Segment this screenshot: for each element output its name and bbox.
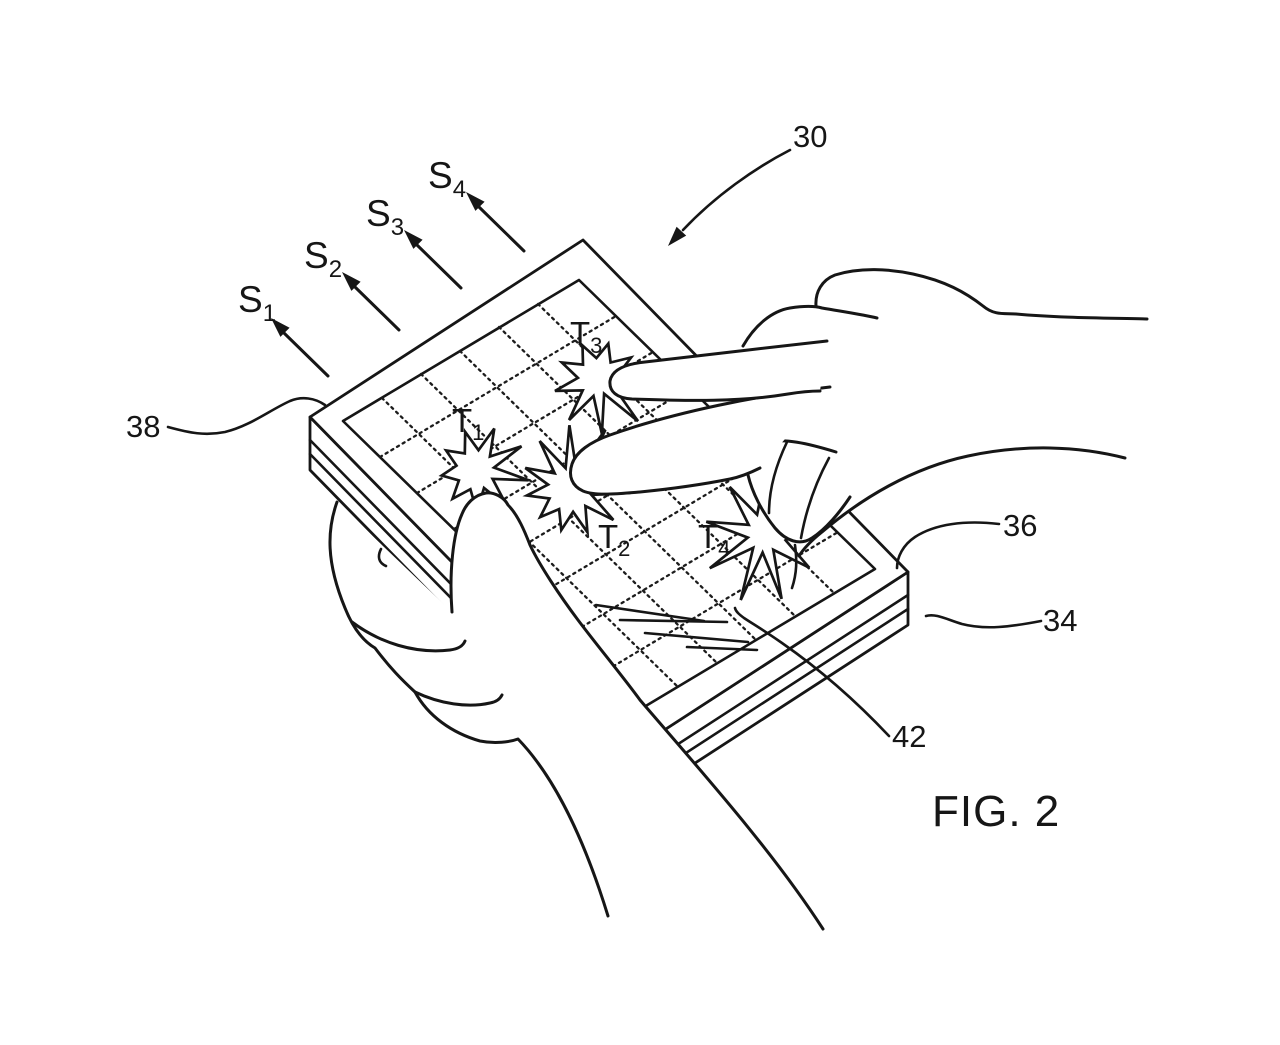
figure-caption: FIG. 2 <box>932 787 1060 836</box>
arrowhead <box>404 230 423 249</box>
index-finger-outline <box>608 339 829 402</box>
arrowhead <box>668 226 687 246</box>
display-content-lines <box>594 603 759 652</box>
leader-36 <box>895 521 1001 570</box>
left-hand-outline <box>328 500 610 918</box>
finger-fold-crease <box>413 690 504 707</box>
label-s1: S1 <box>238 279 276 327</box>
ref-label-42: 42 <box>892 719 926 754</box>
palm-bottom-contour <box>797 446 1127 558</box>
label-t1: T1 <box>452 402 484 445</box>
signal-arrows <box>271 192 526 378</box>
leader-lines <box>166 148 1043 738</box>
label-t4: T4 <box>698 518 730 561</box>
left-thumb-outline <box>449 491 825 931</box>
hand-back-contour <box>814 268 1149 321</box>
pinky-edge-line <box>790 543 798 590</box>
arrowhead <box>271 318 290 337</box>
label-s2: S2 <box>304 235 342 283</box>
label-t2: T2 <box>598 518 630 561</box>
finger-fold-crease <box>350 620 467 653</box>
label-s4: S4 <box>428 155 466 203</box>
touch-burst-t1 <box>438 427 530 517</box>
right-hand-fill <box>790 269 1147 556</box>
thumb-crease <box>377 547 388 568</box>
fingernail-line <box>799 456 831 540</box>
ref-label-38: 38 <box>126 409 160 444</box>
left-hand-fill <box>329 492 823 929</box>
label-s3: S3 <box>366 193 404 241</box>
ref-label-34: 34 <box>1043 603 1077 638</box>
middle-finger-fill <box>570 387 830 495</box>
middle-finger-outline <box>568 385 832 496</box>
left-hand <box>328 491 825 931</box>
leader-30 <box>668 148 792 246</box>
index-finger-fill <box>609 341 827 401</box>
leader-38 <box>166 396 327 436</box>
knuckle-bump <box>741 305 879 348</box>
arrowhead <box>342 272 361 291</box>
fingernail-line <box>767 440 789 515</box>
signal-arrow-s3 <box>404 230 463 290</box>
signal-arrow-s1 <box>271 318 330 378</box>
device-layer-line <box>633 593 910 774</box>
arrowhead <box>466 192 485 211</box>
right-hand <box>568 268 1149 590</box>
leader-42 <box>733 606 891 738</box>
signal-arrow-s2 <box>342 272 401 332</box>
labels: S1 S2 S3 S4 T1 T2 T3 T4 30 34 36 38 42 F… <box>126 119 1077 836</box>
ref-label-36: 36 <box>1003 508 1037 543</box>
ref-label-30: 30 <box>793 119 827 154</box>
signal-arrow-s4 <box>466 192 526 253</box>
leader-34 <box>924 614 1043 629</box>
label-t3: T3 <box>570 315 602 358</box>
